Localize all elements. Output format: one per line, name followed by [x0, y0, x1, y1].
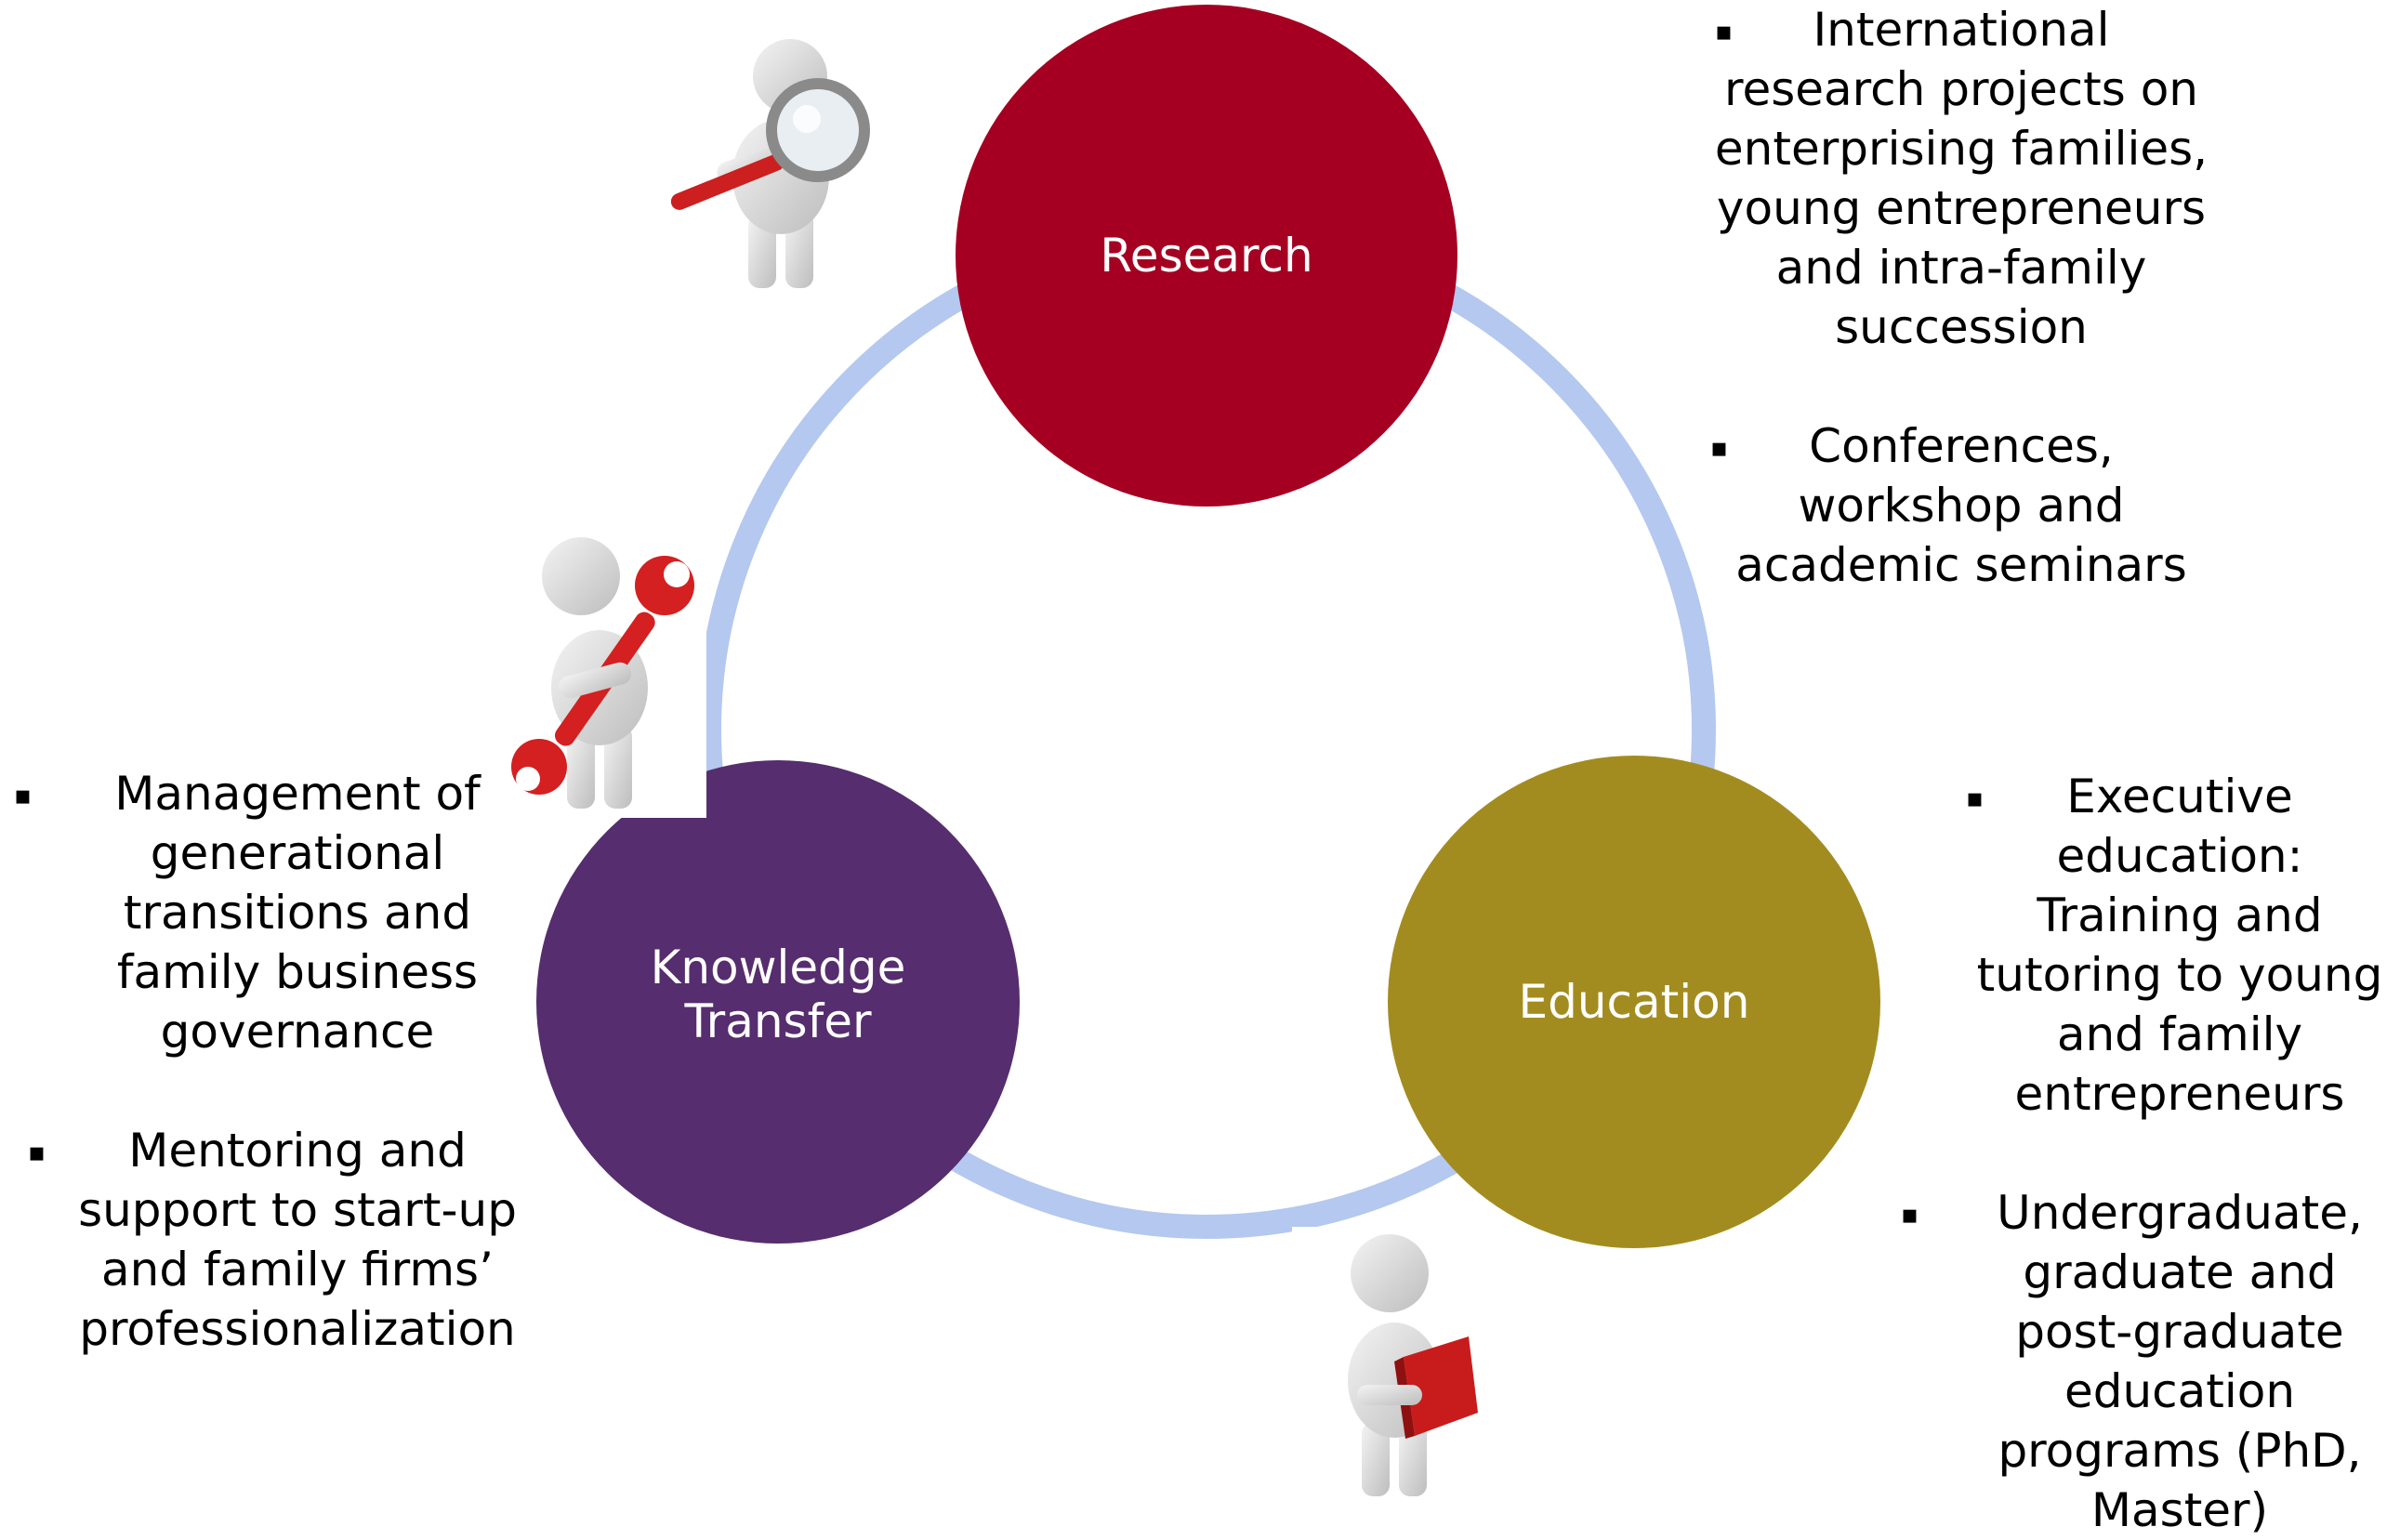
knowledge-bullets: ▪ Management of generational transitions… [9, 764, 530, 1359]
magnifier-figure-icon [665, 37, 902, 297]
research-bullet-text: Conferences, workshop and academic semin… [1735, 419, 2187, 592]
knowledge-transfer-label-line1: Knowledge [651, 941, 906, 994]
knowledge-bullet-text: Management of generational transitions a… [114, 767, 481, 1059]
research-bullet-item: ▪ Conferences, workshop and academic sem… [1701, 416, 2222, 595]
research-label: Research [1100, 229, 1312, 283]
bullet-marker-icon: ▪ [14, 780, 32, 810]
bullet-marker-icon: ▪ [28, 1137, 46, 1167]
education-bullet-text: Undergraduate, graduate and post-graduat… [1997, 1186, 2363, 1537]
research-bullet-item: ▪ International research projects on ent… [1701, 0, 2222, 416]
education-bullet-item: ▪ Undergraduate, graduate and post-gradu… [1896, 1183, 2389, 1540]
bullet-marker-icon: ▪ [1710, 432, 1728, 463]
bullet-marker-icon: ▪ [1966, 783, 1984, 813]
bullet-marker-icon: ▪ [1901, 1199, 1919, 1230]
knowledge-transfer-label-line2: Transfer [683, 994, 871, 1048]
research-node: Research [956, 5, 1457, 507]
education-bullet-item: ▪ Executive education: Training and tuto… [1896, 767, 2389, 1183]
education-bullet-text: Executive education: Training and tutori… [1976, 770, 2383, 1121]
education-node: Education [1388, 756, 1880, 1248]
knowledge-bullet-text: Mentoring and support to start-up and fa… [78, 1124, 517, 1356]
knowledge-bullet-item: ▪ Mentoring and support to start-up and … [9, 1121, 530, 1359]
research-bullets: ▪ International research projects on ent… [1701, 0, 2222, 595]
book-reader-figure-icon [1292, 1227, 1515, 1506]
knowledge-transfer-node: Knowledge Transfer [536, 760, 1020, 1244]
education-label: Education [1519, 975, 1750, 1029]
wrench-figure-icon [493, 530, 706, 818]
bullet-marker-icon: ▪ [1715, 16, 1733, 46]
research-bullet-text: International research projects on enter… [1714, 3, 2209, 354]
education-bullets: ▪ Executive education: Training and tuto… [1896, 767, 2389, 1540]
knowledge-bullet-item: ▪ Management of generational transitions… [9, 764, 530, 1121]
